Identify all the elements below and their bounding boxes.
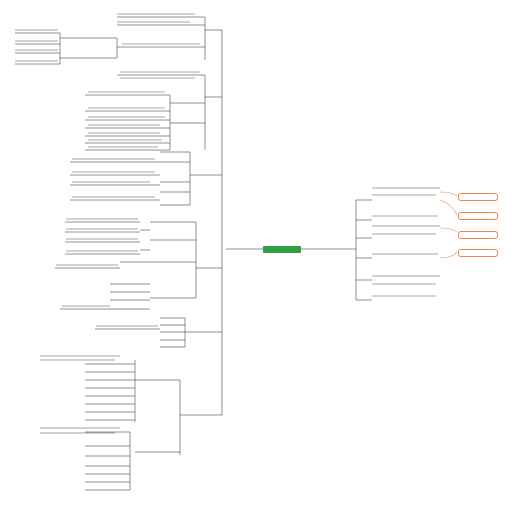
right-branch-node[interactable] bbox=[458, 231, 498, 239]
right-branch-node[interactable] bbox=[458, 249, 498, 257]
right-branch-node[interactable] bbox=[458, 212, 498, 220]
right-branch-node[interactable] bbox=[458, 193, 498, 201]
root-node[interactable] bbox=[263, 246, 301, 253]
